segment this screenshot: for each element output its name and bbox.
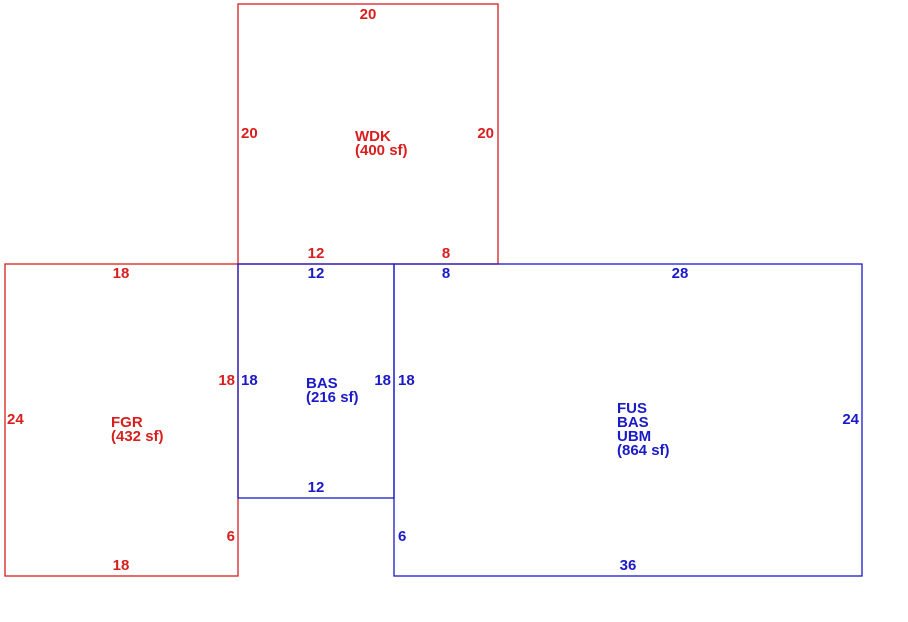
wdk-dim-right: 20 [477,125,494,142]
main-label-ubm: UBM [617,428,651,445]
bas-label-area: (216 sf) [306,389,359,406]
wdk-dim-bottom-right: 8 [442,245,450,262]
fgr-label-area: (432 sf) [111,428,164,445]
bas-label-name: BAS [306,375,338,392]
main-dim-top-right: 28 [672,265,689,282]
wdk-dim-left: 20 [241,125,258,142]
main-dim-left: 18 [398,372,415,389]
main-dim-right: 24 [842,411,859,428]
main-label-bas: BAS [617,414,649,431]
main-dim-bottom: 36 [620,557,637,574]
bas-dim-right: 18 [374,372,391,389]
fgr-dim-bottom: 18 [113,557,130,574]
fgr-label-name: FGR [111,414,143,431]
wdk-dim-top: 20 [360,6,377,23]
wdk-label-area: (400 sf) [355,142,408,159]
fgr-dim-top: 18 [113,265,130,282]
fgr-dim-left: 24 [7,411,24,428]
main-label-area: (864 sf) [617,442,670,459]
fgr-dim-right: 18 [218,372,235,389]
fgr-dim-right-lower: 6 [227,528,235,545]
main-dim-top-left: 8 [442,265,450,282]
wdk-label-name: WDK [355,128,391,145]
bas-dim-bottom: 12 [308,479,325,496]
bas-dim-left: 18 [241,372,258,389]
main-label-fus: FUS [617,400,647,417]
wdk-dim-bottom-left: 12 [308,245,325,262]
main-outline [393,263,863,577]
main-dim-left-lower: 6 [398,528,406,545]
bas-dim-top: 12 [308,265,325,282]
